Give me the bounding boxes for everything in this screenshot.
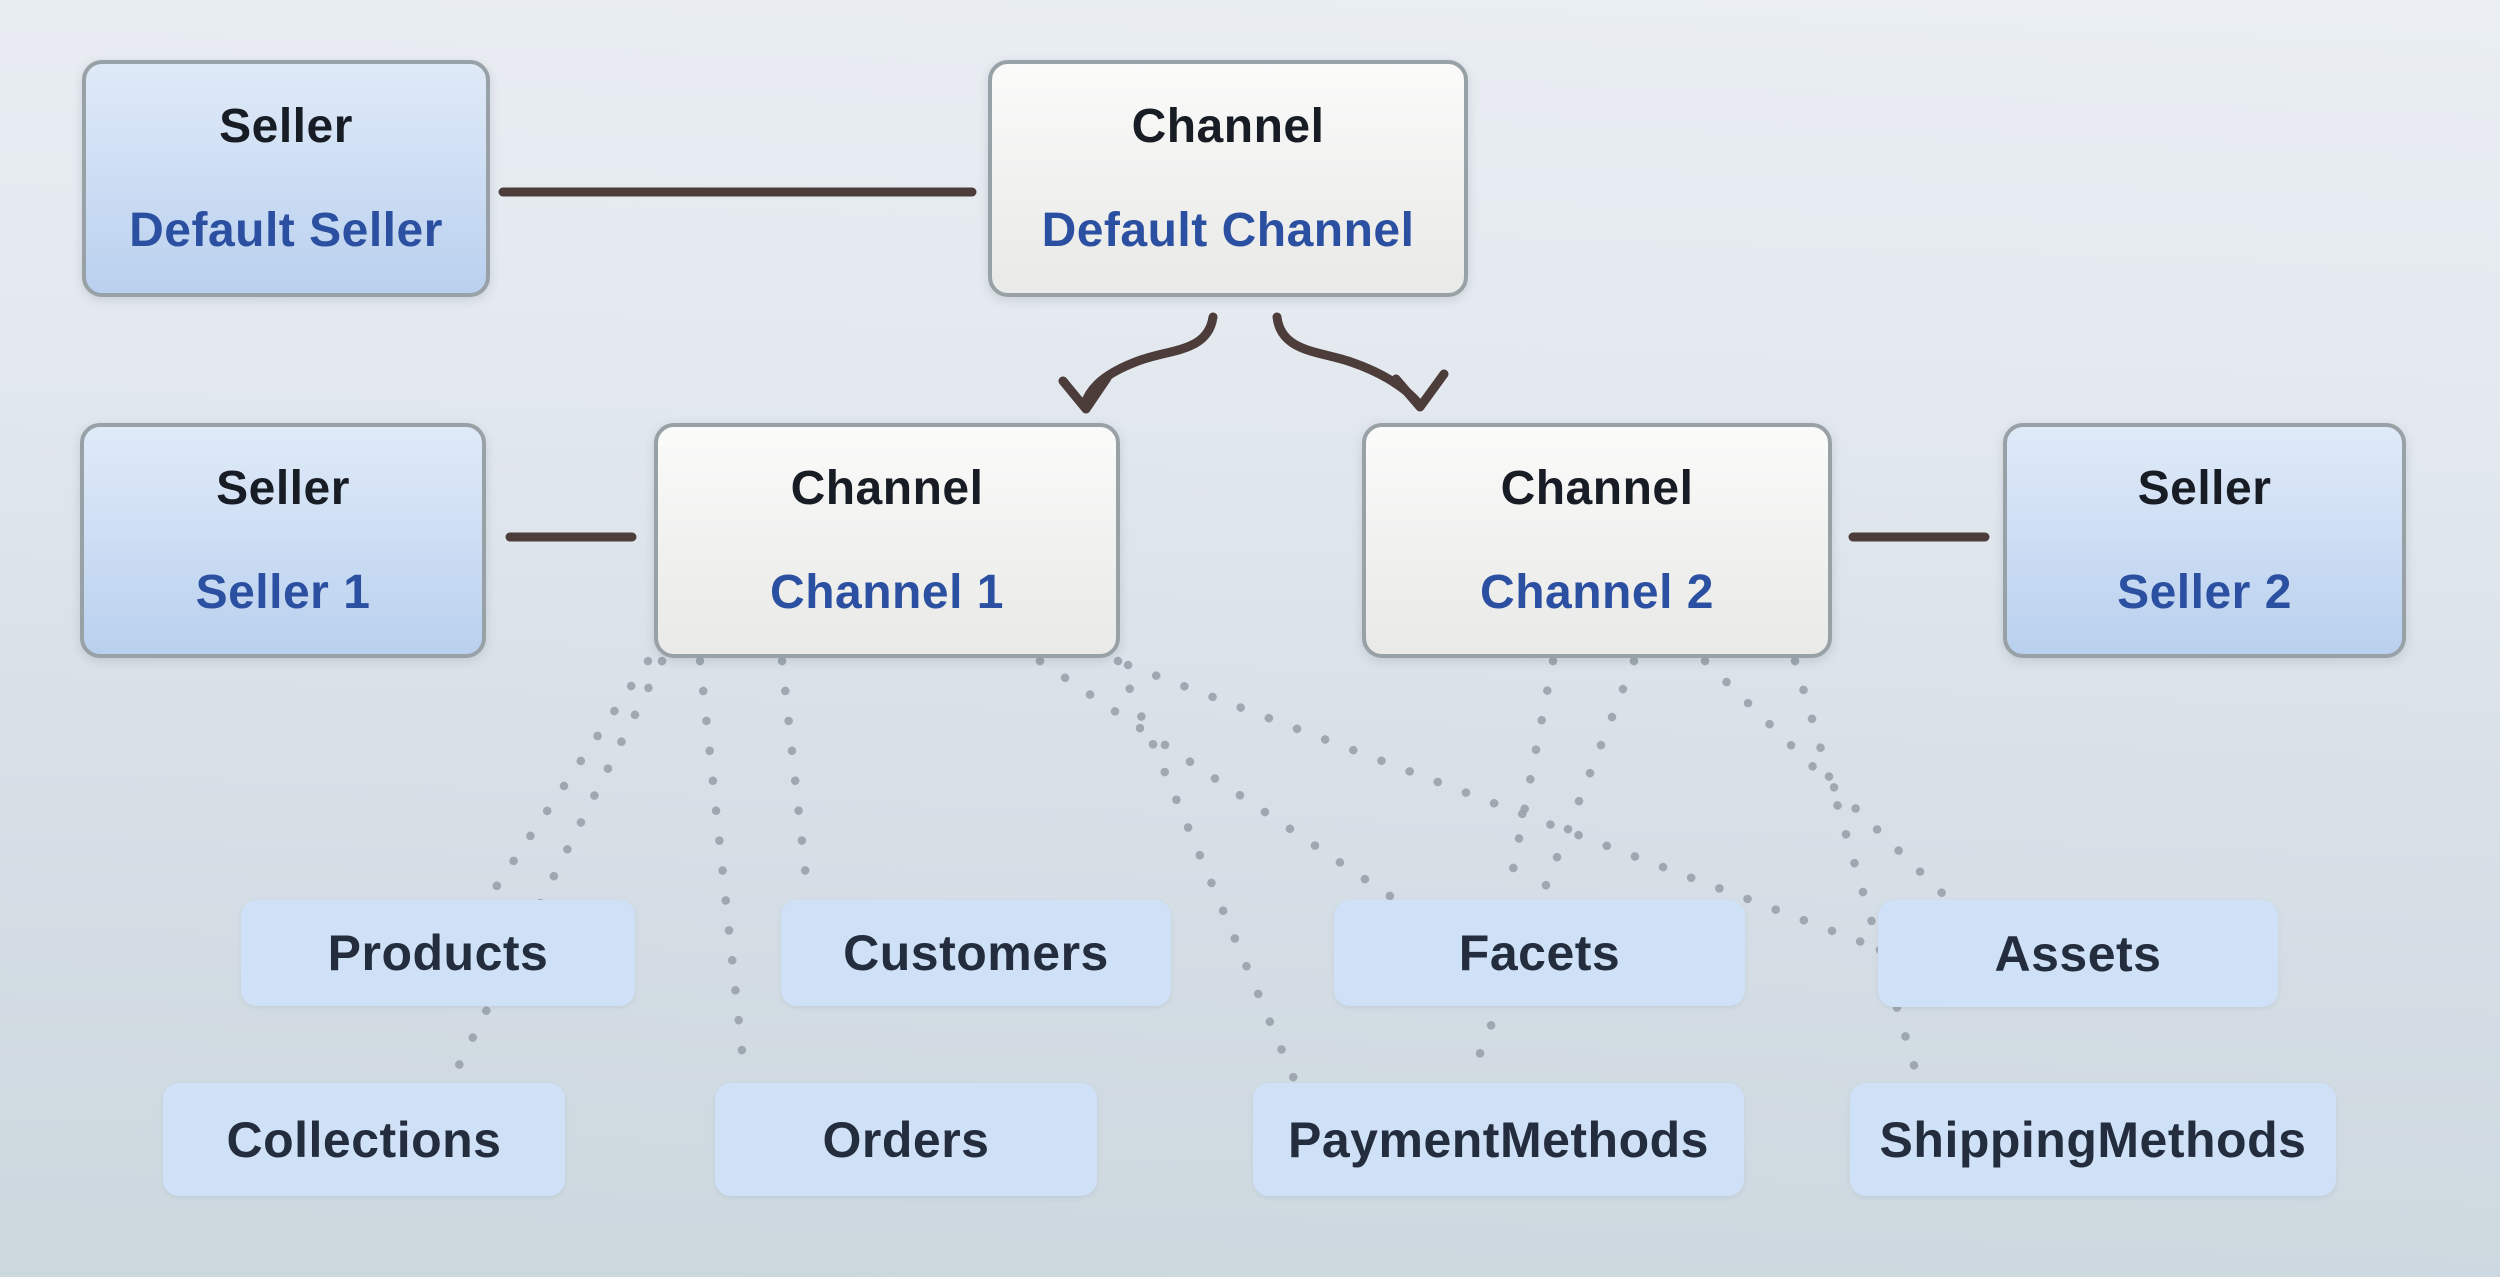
node-title: Seller [216, 461, 350, 515]
entity-assets: Assets [1878, 900, 2278, 1007]
node-title: Seller [219, 99, 353, 153]
entity-orders: Orders [715, 1083, 1097, 1196]
entity-products: Products [241, 900, 635, 1006]
entity-label: Products [327, 925, 549, 981]
entity-label: ShippingMethods [1879, 1111, 2307, 1168]
dotted-link-channel-2-facets [1503, 656, 1558, 901]
dotted-link-channel-1-orders [695, 656, 750, 1084]
node-seller-1: Seller Seller 1 [80, 423, 486, 658]
entity-label: Facets [1458, 925, 1621, 981]
dotted-link-channel-2-payment-methods [1465, 656, 1639, 1084]
entity-label: Customers [843, 925, 1109, 981]
node-channel-1: Channel Channel 1 [654, 423, 1120, 658]
node-title: Channel [790, 461, 984, 515]
node-subtitle: Seller 1 [195, 565, 371, 619]
node-subtitle: Default Channel [1041, 203, 1415, 257]
entity-label: Collections [226, 1111, 502, 1168]
dotted-link-channel-1-collections [447, 656, 667, 1084]
entity-label: Assets [1994, 925, 2162, 982]
dotted-link-channel-2-assets [1700, 656, 1950, 901]
dotted-link-channel-2-shipping-methods [1790, 656, 1923, 1084]
entity-facets: Facets [1334, 900, 1745, 1006]
entity-label: PaymentMethods [1288, 1111, 1709, 1168]
entity-payment-methods: PaymentMethods [1253, 1083, 1744, 1196]
node-default-channel: Channel Default Channel [988, 60, 1468, 297]
arrow-shaft-channel-2 [1272, 312, 1424, 409]
entity-customers: Customers [781, 900, 1171, 1006]
node-title: Channel [1500, 461, 1694, 515]
node-subtitle: Channel 1 [770, 565, 1004, 619]
entity-collections: Collections [163, 1083, 565, 1196]
node-subtitle: Channel 2 [1480, 565, 1714, 619]
node-subtitle: Default Seller [129, 203, 443, 257]
node-default-seller: Seller Default Seller [82, 60, 490, 297]
node-subtitle: Seller 2 [2117, 565, 2292, 619]
entity-shipping-methods: ShippingMethods [1850, 1083, 2336, 1196]
dotted-link-channel-1-facets [1035, 656, 1395, 901]
dotted-link-channel-1-customers [777, 656, 813, 901]
dotted-link-channel-1-payment-methods [1113, 656, 1299, 1084]
arrow-shaft-channel-1 [1080, 312, 1218, 409]
entity-label: Orders [822, 1111, 990, 1168]
arrow-head-channel-2 [1391, 369, 1449, 412]
node-title: Seller [2137, 461, 2272, 515]
node-channel-2: Channel Channel 2 [1362, 423, 1832, 658]
node-title: Channel [1131, 99, 1325, 153]
dotted-link-channel-1-products [485, 656, 653, 901]
node-seller-2: Seller Seller 2 [2003, 423, 2406, 658]
arrow-head-channel-1 [1058, 373, 1112, 414]
